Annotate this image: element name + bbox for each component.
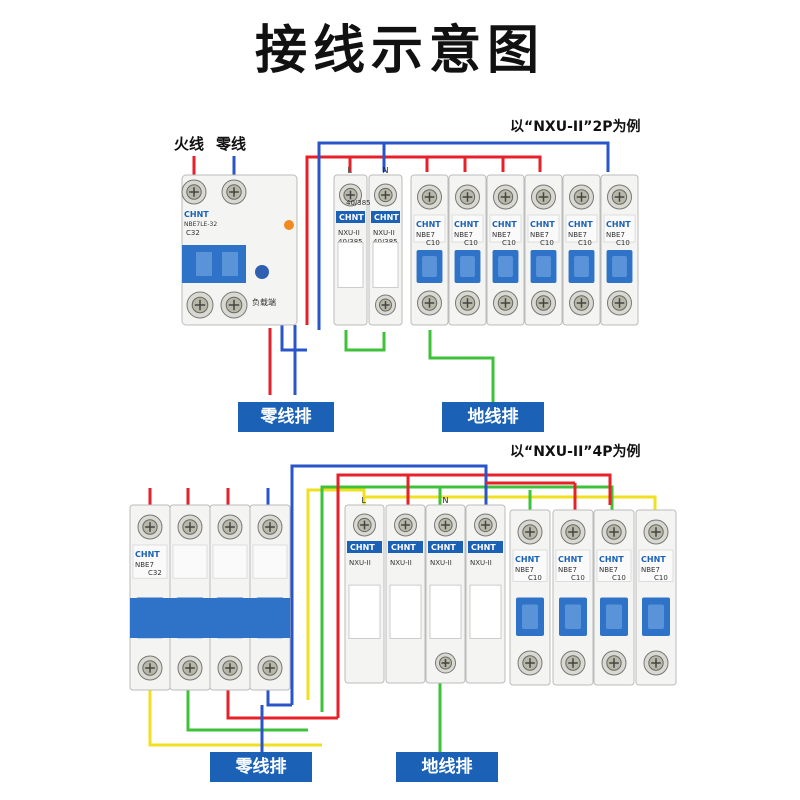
model-text: NBE7 [530,231,549,239]
model-text: NXU-II [338,229,360,237]
brand-text: CHNT [641,555,666,564]
live-wire-label: 火线 [174,135,205,153]
indicator [284,220,294,230]
rating-text: C10 [654,574,668,582]
rating-text: C10 [612,574,626,582]
model-text: NBE7 [135,561,154,569]
brand-band [347,541,382,553]
rating-text: C10 [464,239,478,247]
brand-band [468,541,503,553]
page-title: 接线示意图 [254,21,545,81]
rating-text: C10 [578,239,592,247]
model-text: NBE7 [599,566,618,574]
model-text: NXU-II [373,229,395,237]
load-side-label: 负载端 [252,297,276,307]
model-text: NBE7 [606,231,625,239]
bottom-caption: 以“NXU-II”4P为例 [510,444,641,460]
terminal-label: L [362,496,367,505]
rating-text: C10 [540,239,554,247]
brand-text: CHNT [416,220,441,229]
brand-text: CHNT [515,555,540,564]
bottom-spd-pole-2: CHNT NXU-II [385,504,426,684]
brand-band [371,211,400,223]
brand-text: CHNT [492,220,517,229]
brand-text: CHNT [599,555,624,564]
model-text: NBE7 [558,566,577,574]
model-text: NXU-II [430,559,452,567]
brand-text: CHNT [454,220,479,229]
terminal-label: N [443,496,449,505]
top-ground-bar-label: 地线排 [442,402,544,432]
model-text: NBE7 [641,566,660,574]
model-text: NBE7 [515,566,534,574]
brand-text: CHNT [431,543,456,552]
rating-text: C10 [571,574,585,582]
brand-band [428,541,463,553]
test-button [255,265,269,279]
top-wires [192,141,610,402]
terminal-label: L [348,166,353,175]
rating-text: C10 [528,574,542,582]
model-text: NBE7LE-32 [184,221,217,228]
model-text: NBE7 [454,231,473,239]
brand-text: CHNT [558,555,583,564]
mcb4p-pole-2 [169,504,211,691]
brand-text: CHNT [606,220,631,229]
model-text: NXU-II [470,559,492,567]
model-text: NBE7 [568,231,587,239]
model-text: NBE7 [416,231,435,239]
brand-text: CHNT [374,213,399,222]
brand-text: CHNT [471,543,496,552]
model-text: NBE7 [492,231,511,239]
bottom-spd-pole-1: L CHNT NXU-II [344,496,385,684]
bottom-ground-bar-label: 地线排 [396,752,498,782]
mcb4p-pole-4 [249,504,291,691]
mcb4p-pole-3 [209,504,251,691]
bottom-spd-pole-4: CHNT NXU-II [465,504,506,684]
rating-text: C10 [502,239,516,247]
top-caption: 以“NXU-II”2P为例 [510,119,641,135]
rating-text: C32 [148,569,162,577]
rating-text: C32 [186,229,200,237]
bottom-neutral-bar-label: 零线排 [210,752,312,782]
brand-text: CHNT [568,220,593,229]
spd-rating-text: 40/385 [346,199,371,207]
brand-band [388,541,423,553]
brand-text: CHNT [339,213,364,222]
brand-text: CHNT [135,550,160,559]
model-text: NXU-II [349,559,371,567]
mcb4p-handle-bar [130,598,290,638]
brand-text: CHNT [391,543,416,552]
brand-band [336,211,365,223]
neutral-wire-label: 零线 [216,135,247,153]
bottom-wires [148,464,657,755]
brand-text: CHNT [530,220,555,229]
brand-text: CHNT [350,543,375,552]
rating-text: C10 [426,239,440,247]
model-text: NXU-II [390,559,412,567]
terminal-label: N [383,166,389,175]
brand-text: CHNT [184,210,209,219]
top-neutral-bar-label: 零线排 [238,402,334,432]
rating-text: C10 [616,239,630,247]
top-spd-l: L CHNT NXU-II 40/385 [333,166,368,326]
bottom-spd-pole-3: N CHNT NXU-II [425,496,466,684]
